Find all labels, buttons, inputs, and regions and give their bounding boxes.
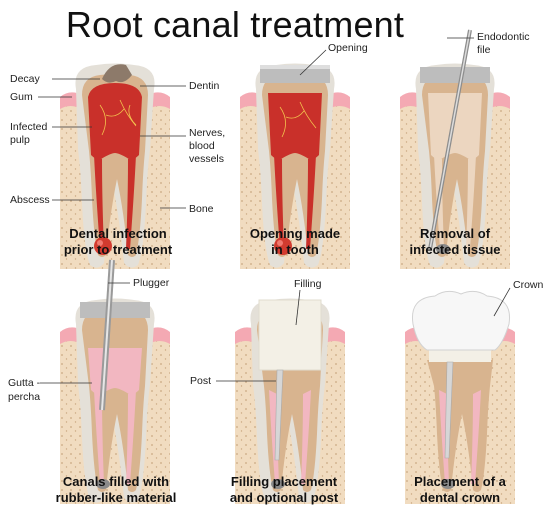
nerves	[99, 99, 137, 136]
label-file-1: Endodontic	[477, 31, 530, 43]
panel-opening	[240, 63, 350, 269]
label-filling: Filling	[294, 278, 322, 290]
panel-filled-canals	[60, 259, 170, 504]
gutta-percha-chamber	[88, 348, 142, 395]
label-bone: Bone	[189, 203, 214, 215]
filling	[258, 299, 322, 371]
infected-pulp	[268, 93, 322, 160]
panel-filling-post	[235, 298, 345, 504]
cleaned-chamber	[428, 93, 482, 160]
caption-panel-6: Placement of a dental crown	[414, 474, 506, 505]
panel4-labels: Plugger Gutta - percha	[8, 277, 170, 403]
opening	[260, 67, 330, 83]
panel-crown	[405, 290, 515, 504]
panel1-labels: Decay Gum Infected pulp Abscess Dentin N…	[10, 73, 225, 215]
label-abscess: Abscess	[10, 194, 50, 206]
caption-panel-4: Canals filled with rubber-like material	[55, 474, 177, 505]
caption-panel-1: Dental infection prior to treatment	[63, 226, 173, 257]
caption-panel-5: Filling placement and optional post	[229, 474, 339, 505]
label-decay: Decay	[10, 73, 41, 85]
panel2-labels: Opening	[299, 42, 368, 76]
label-gutta-2: percha	[8, 391, 40, 403]
gutta-percha-canals	[94, 390, 136, 484]
panel6-labels: Crown	[493, 279, 544, 317]
caption-panel-3: Removal of infected tissue	[409, 226, 501, 257]
panel3-labels: Endodontic file	[447, 31, 530, 56]
decay	[102, 64, 132, 83]
label-nerves-2: blood	[189, 140, 215, 152]
post	[274, 369, 284, 461]
crown	[411, 290, 511, 351]
label-opening: Opening	[328, 42, 368, 54]
panel-removal	[400, 29, 510, 269]
label-crown: Crown	[513, 279, 544, 291]
label-nerves-1: Nerves,	[189, 127, 225, 139]
gum-right	[148, 92, 170, 109]
panel5-labels: Filling Post	[190, 278, 322, 387]
diagram-title: Root canal treatment	[65, 4, 405, 45]
label-nerves-3: vessels	[189, 153, 224, 165]
label-gutta-1: Gutta -	[8, 377, 41, 389]
label-dentin: Dentin	[189, 80, 220, 92]
label-file-2: file	[477, 44, 491, 56]
infected-canals	[94, 155, 136, 249]
label-plugger: Plugger	[133, 277, 170, 289]
panel-infection	[60, 63, 170, 269]
caption-panel-2: Opening made in tooth	[249, 226, 341, 257]
label-post: Post	[190, 375, 211, 387]
label-gum: Gum	[10, 91, 33, 103]
label-infected-1: Infected	[10, 121, 48, 133]
label-infected-2: pulp	[10, 134, 30, 146]
infected-pulp-chamber	[88, 83, 142, 160]
